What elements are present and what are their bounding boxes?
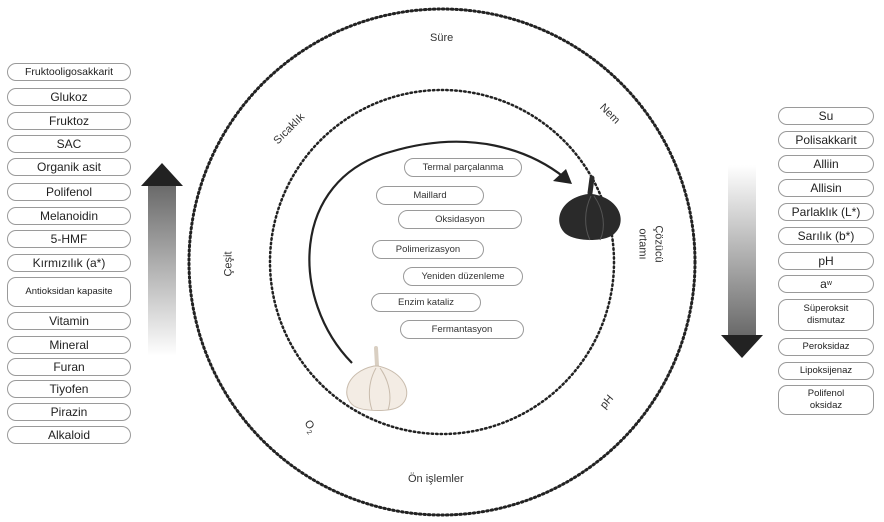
right-list-item: Süperoksit dismutaz	[778, 299, 874, 331]
right-list-item: Su	[778, 107, 874, 125]
right-list-label: Alliin	[813, 158, 838, 170]
right-list-item: Peroksidaz	[778, 338, 874, 356]
right-list-item: Parlaklık (L*)	[778, 203, 874, 221]
right-list-item: Polifenol oksidaz	[778, 385, 874, 415]
left-list-item: Glukoz	[7, 88, 131, 106]
right-list-item: Polisakkarit	[778, 131, 874, 149]
left-list-item: Polifenol	[7, 183, 131, 201]
left-list-item: Vitamin	[7, 312, 131, 330]
process-item: Yeniden düzenleme	[403, 267, 523, 286]
right-list-label: a	[820, 278, 827, 290]
label-cesit: Çeşit	[223, 251, 235, 276]
black-garlic-icon	[559, 178, 620, 240]
right-list-label: Peroksidaz	[803, 341, 850, 353]
right-list-label: Lipoksijenaz	[800, 365, 852, 377]
label-cozucu: Çözücü	[653, 225, 665, 262]
left-list-item: Alkaloid	[7, 426, 131, 444]
outer-ring	[189, 9, 695, 515]
left-list-item: Antioksidan kapasite	[7, 277, 131, 307]
process-item: Oksidasyon	[398, 210, 522, 229]
label-ortami: ortamı	[637, 228, 649, 259]
left-list-item: Mineral	[7, 336, 131, 354]
process-item: Maillard	[376, 186, 484, 205]
left-list-item: Organik asit	[7, 158, 131, 176]
process-item: Fermantasyon	[400, 320, 524, 339]
left-list-item: Melanoidin	[7, 207, 131, 225]
aw-subscript: w	[827, 278, 832, 290]
right-list-label: pH	[818, 255, 833, 267]
right-list-label: Sarılık (b*)	[798, 230, 855, 242]
right-list-label: Su	[819, 110, 834, 122]
left-list-item: Furan	[7, 358, 131, 376]
right-list-label: Polisakkarit	[795, 134, 856, 146]
right-list-item: Sarılık (b*)	[778, 227, 874, 245]
left-list-item: Tiyofen	[7, 380, 131, 398]
decrease-arrow	[721, 165, 763, 358]
left-list-item: SAC	[7, 135, 131, 153]
right-list-label: Allisin	[810, 182, 841, 194]
left-list-item: Fruktoz	[7, 112, 131, 130]
process-item: Enzim kataliz	[371, 293, 481, 312]
right-list-label: Parlaklık (L*)	[792, 206, 861, 218]
right-list-label: Süperoksit dismutaz	[793, 303, 859, 327]
label-sure: Süre	[430, 32, 453, 44]
right-list-item: Alliin	[778, 155, 874, 173]
left-list-item: Pirazin	[7, 403, 131, 421]
label-on-islemler: Ön işlemler	[408, 473, 464, 485]
right-list-item: Lipoksijenaz	[778, 362, 874, 380]
process-item: Polimerizasyon	[372, 240, 484, 259]
left-list-item: 5-HMF	[7, 230, 131, 248]
right-list-label: Polifenol oksidaz	[793, 388, 859, 412]
process-item: Termal parçalanma	[404, 158, 522, 177]
increase-arrow	[141, 163, 183, 356]
right-list-item: Allisin	[778, 179, 874, 197]
left-list-item: Fruktooligosakkarit	[7, 63, 131, 81]
left-list-item: Kırmızılık (a*)	[7, 254, 131, 272]
right-list-item: pH	[778, 252, 874, 270]
white-garlic-icon	[347, 348, 407, 411]
